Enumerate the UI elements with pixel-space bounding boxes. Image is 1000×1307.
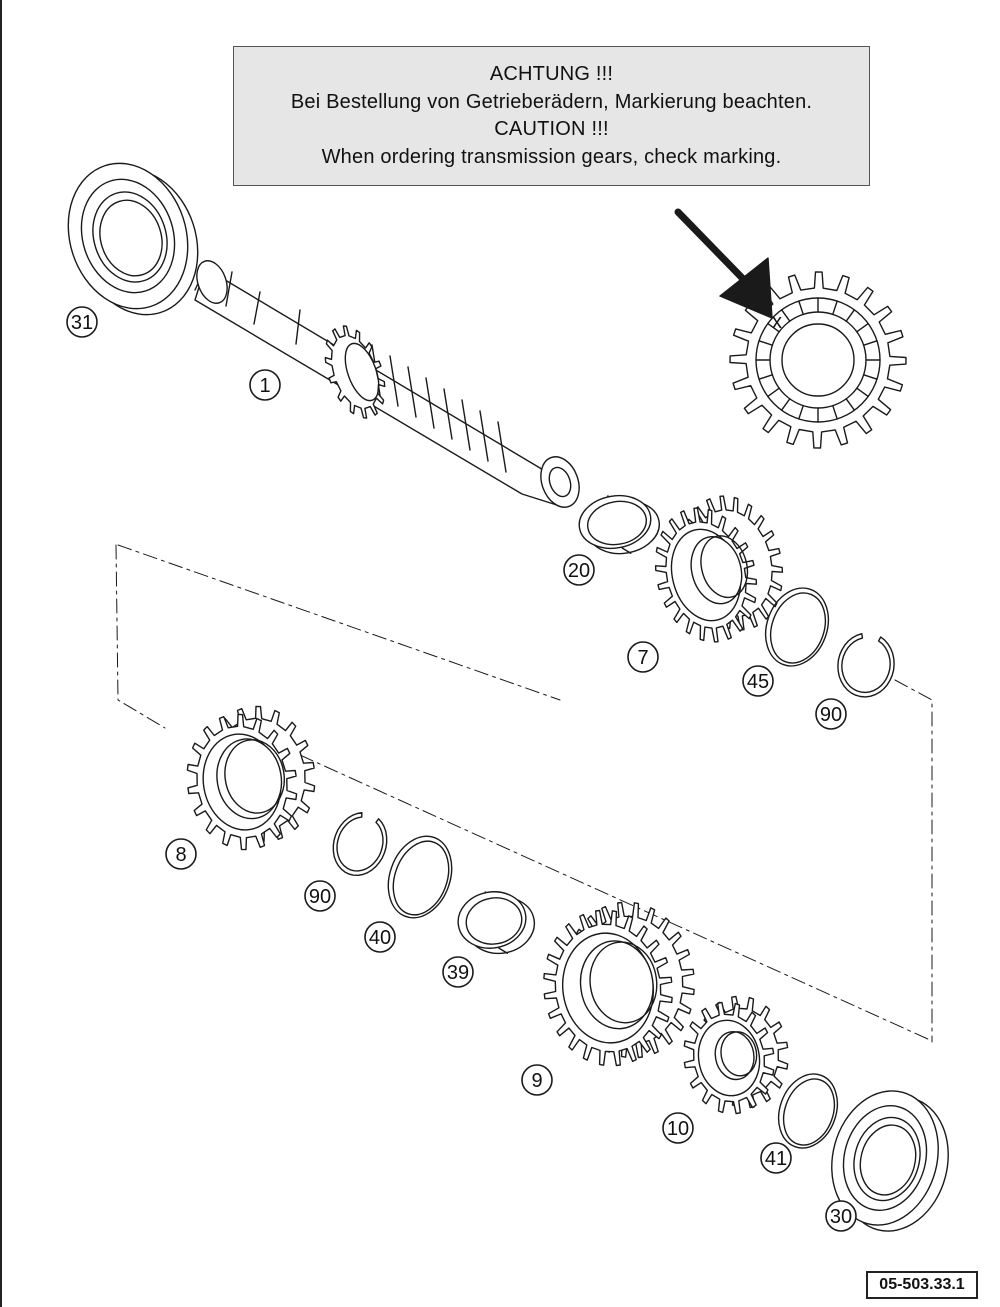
bearing-31: [67, 162, 199, 316]
part-label-10: 10: [662, 1112, 694, 1144]
marked-gear-reference: x: [729, 271, 907, 449]
thrust-washer-41: [777, 1073, 839, 1149]
svg-text:8: 8: [175, 844, 186, 866]
part-label-1: 1: [249, 369, 281, 401]
gear-9: [543, 901, 695, 1067]
drawing-reference-code: 05-503.33.1: [866, 1271, 978, 1299]
caution-title-en: CAUTION !!!: [494, 118, 609, 140]
thrust-washer-40: [387, 835, 453, 919]
caution-title-de: ACHTUNG !!!: [489, 63, 614, 85]
svg-text:30: 30: [830, 1206, 852, 1228]
gear-marking-x: x: [772, 311, 782, 333]
marking-arrow: [674, 208, 773, 319]
caution-text-en: When ordering transmission gears, check …: [321, 145, 782, 168]
svg-text:10: 10: [667, 1118, 689, 1140]
circlip-90-lower: [332, 812, 388, 876]
bearing-30: [831, 1090, 949, 1232]
part-label-41: 41: [760, 1142, 792, 1174]
svg-text:90: 90: [309, 886, 331, 908]
gear-8: [186, 705, 316, 851]
svg-text:39: 39: [447, 962, 469, 984]
main-shaft-1: [194, 260, 580, 508]
svg-text:90: 90: [820, 704, 842, 726]
part-label-9: 9: [521, 1064, 553, 1096]
left-border: [0, 0, 2, 1307]
part-label-30: 30: [825, 1200, 857, 1232]
assembly-guide-lines: [115, 544, 933, 1043]
gear-10: [683, 995, 789, 1115]
caution-notice: ACHTUNG !!! Bei Bestellung von Getrieber…: [233, 46, 870, 186]
svg-text:41: 41: [765, 1148, 787, 1170]
caution-text-de: Bei Bestellung von Getrieberädern, Marki…: [290, 90, 813, 113]
bushing-39: [457, 891, 536, 955]
svg-text:45: 45: [747, 671, 769, 693]
bushing-20: [578, 494, 660, 555]
part-label-31: 31: [66, 306, 98, 338]
circlip-90-upper: [837, 633, 895, 698]
svg-text:40: 40: [369, 927, 391, 949]
gear-7: [654, 495, 784, 643]
svg-text:1: 1: [259, 375, 270, 397]
part-label-45: 45: [742, 665, 774, 697]
part-label-39: 39: [442, 956, 474, 988]
part-label-7: 7: [627, 641, 659, 673]
svg-text:31: 31: [71, 312, 93, 334]
part-label-90-upper: 90: [815, 698, 847, 730]
part-label-8: 8: [165, 838, 197, 870]
thrust-washer-45: [764, 587, 830, 667]
part-label-40: 40: [364, 921, 396, 953]
svg-text:7: 7: [637, 647, 648, 669]
part-label-90-lower: 90: [304, 880, 336, 912]
svg-text:9: 9: [531, 1070, 542, 1092]
part-label-20: 20: [563, 554, 595, 586]
svg-text:20: 20: [568, 560, 590, 582]
